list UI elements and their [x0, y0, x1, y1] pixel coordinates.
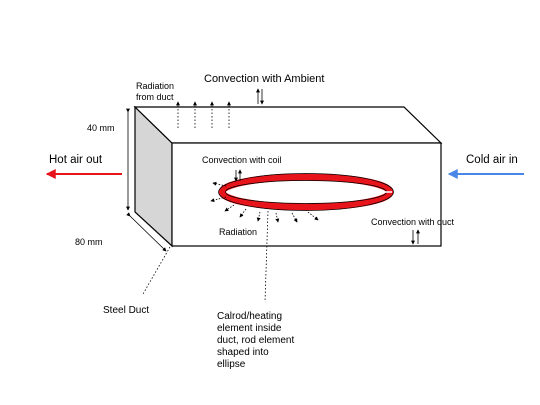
heating-element-ellipse [218, 173, 394, 211]
heating-element-note-line: element inside [217, 323, 282, 334]
coil-convection-arrows [234, 169, 242, 182]
heating-element-note-line: duct, rod element [217, 335, 294, 346]
heating-element-note-line: Calrod/heating [217, 311, 282, 322]
heating-element-note-line: shaped into [217, 347, 269, 358]
heating-element-note: Calrod/heating element inside duct, rod … [217, 311, 294, 370]
convection-ambient-label: Convection with Ambient [204, 73, 324, 85]
heating-element-note-line: ellipse [217, 359, 246, 370]
height-dimension-label: 40 mm [87, 123, 115, 133]
hot-air-out-label: Hot air out [49, 154, 103, 166]
heating-element-leader-line [264, 210, 269, 303]
duct-radiation-arrows [176, 101, 231, 128]
duct-front-face [171, 142, 442, 247]
convection-duct-label: Convection with duct [371, 217, 455, 227]
steel-duct-box [133, 105, 443, 248]
depth-dimension-arrow [126, 212, 167, 252]
convection-coil-label: Convection with coil [202, 155, 282, 165]
duct-convection-arrows [411, 229, 420, 245]
depth-dimension-label: 80 mm [75, 237, 103, 247]
steel-duct-label: Steel Duct [103, 305, 149, 316]
coil-radiation-arrows [210, 181, 319, 223]
radiation-coil-label: Radiation [219, 227, 257, 237]
radiation-duct-label-line2: from duct [136, 92, 174, 102]
ambient-convection-arrows [256, 88, 264, 105]
duct-top-face [133, 106, 443, 144]
cold-air-in-label: Cold air in [466, 154, 518, 166]
steel-duct-leader-line [142, 246, 171, 295]
radiation-duct-label-line1: Radiation [136, 81, 174, 91]
